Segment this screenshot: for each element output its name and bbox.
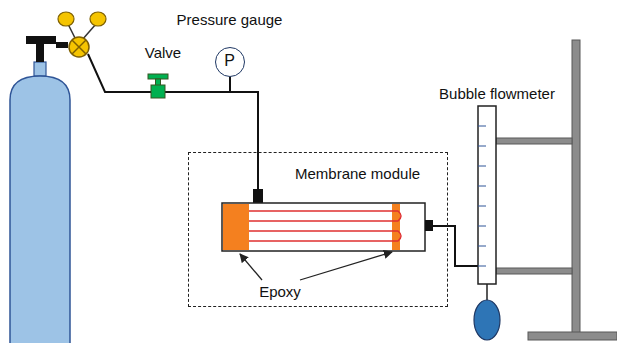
valve-label: Valve — [145, 44, 181, 61]
epoxy-label: Epoxy — [259, 283, 301, 300]
bubble-flowmeter — [474, 106, 500, 340]
node-label: Membrane module — [295, 165, 420, 182]
gas-cylinder — [10, 36, 70, 343]
scale-tick — [478, 246, 486, 247]
retort-stand — [496, 40, 617, 340]
scale-tick — [478, 186, 486, 187]
gauge-letter: P — [224, 52, 235, 70]
pressure-regulator — [58, 12, 106, 57]
scale-tick — [478, 146, 486, 147]
scale-tick — [478, 206, 486, 207]
pressure-gauge: Pressure gaugeP — [215, 47, 245, 77]
epoxy-leader-arrows — [240, 252, 392, 280]
scale-tick — [478, 126, 486, 127]
scale-tick — [478, 166, 486, 167]
membrane-module-tube — [222, 152, 478, 266]
node-label: Pressure gauge — [177, 11, 283, 28]
valve-symbol — [148, 74, 168, 98]
scale-tick — [478, 266, 486, 267]
module-enclosure: Membrane module — [188, 152, 448, 307]
scale-tick — [478, 226, 486, 227]
gas-pipe — [230, 77, 258, 152]
flowmeter-label: Bubble flowmeter — [439, 85, 555, 102]
